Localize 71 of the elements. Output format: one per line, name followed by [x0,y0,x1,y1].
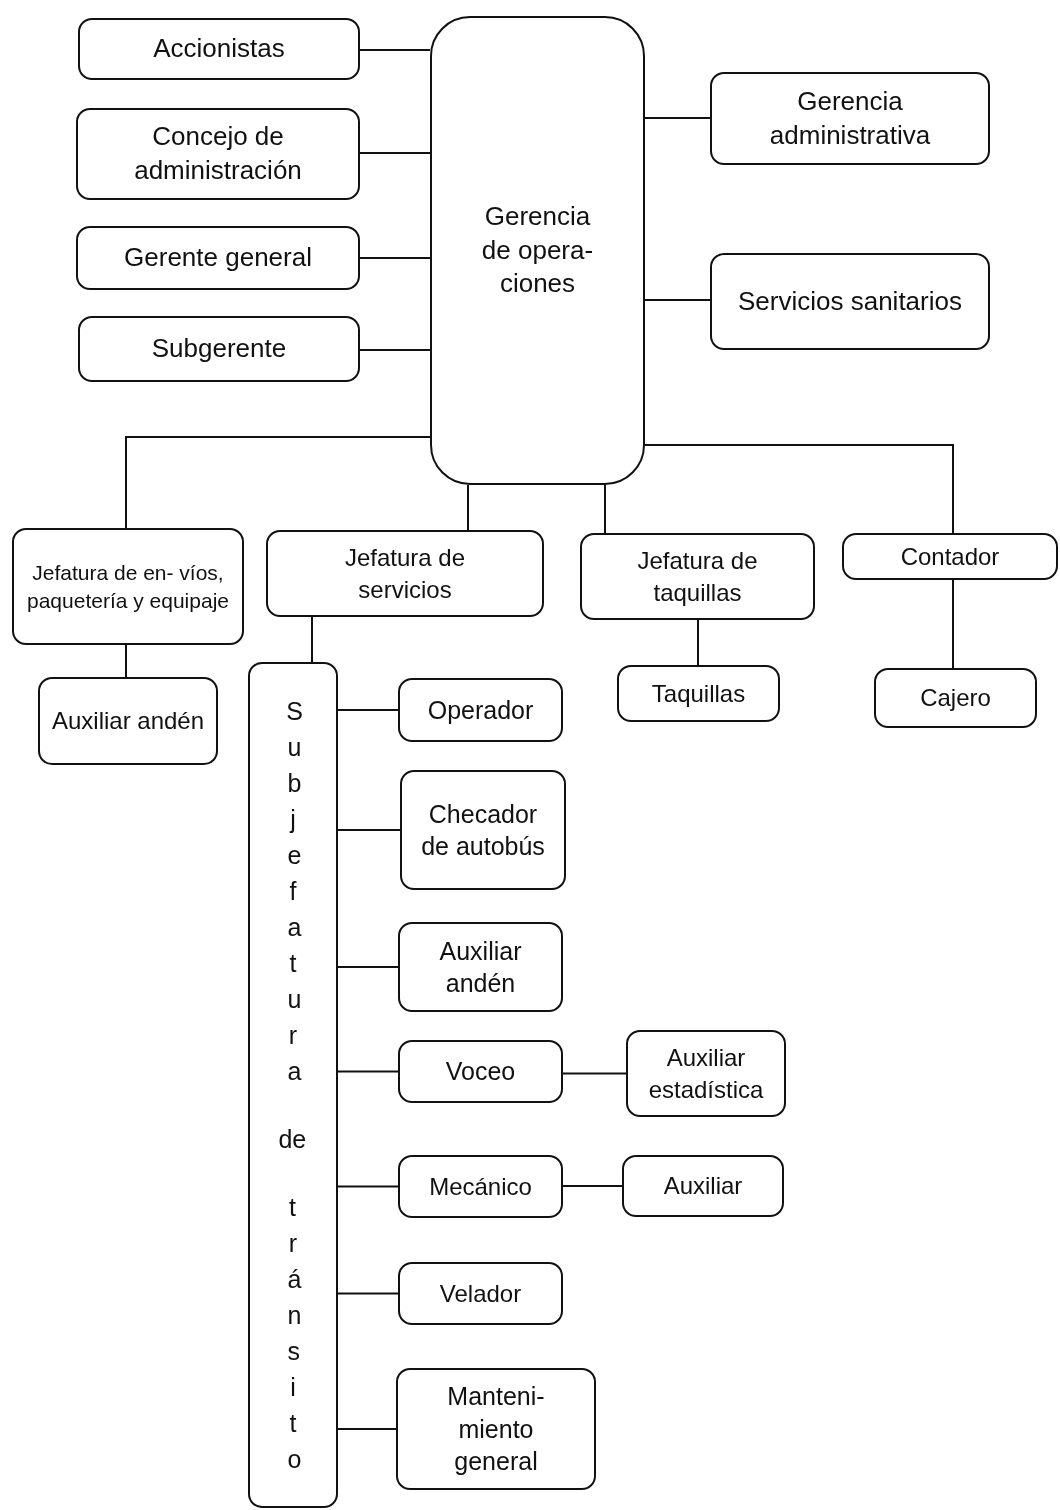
connector-line [644,299,711,301]
box-label: Jefatura de taquillas [636,546,759,608]
org-box [622,1155,784,1217]
box-label: Subgerente [151,332,287,366]
box-label: Gerente general [124,241,312,275]
org-box [12,528,244,645]
box-label: Jefatura de en- víos, paquetería y equipaje [26,560,230,614]
connector-line [467,484,469,531]
connector-line [125,436,431,529]
connector-line [359,49,431,51]
connector-line [359,152,431,154]
box-label: Auxiliar andén [438,935,523,999]
connector-line [337,1292,399,1295]
box-label: Auxiliar [663,1171,743,1202]
box-label: Gerencia administrativa [768,84,932,152]
box-label: Gerencia de opera- ciones [480,199,595,301]
org-box [710,253,990,350]
connector-line [311,616,313,663]
org-box [396,1368,596,1490]
connector-line [337,966,399,968]
connector-line [337,1185,399,1188]
box-label: Contador [900,541,1000,572]
org-box [617,665,780,722]
org-box [398,1155,563,1218]
org-box [626,1030,786,1117]
vertical-label: Subjefatura de tránsito [279,696,307,1475]
vertical-box [248,662,338,1508]
org-box [398,1040,563,1103]
box-label: Mecánico [429,1171,532,1202]
box-label: Servicios sanitarios [738,284,962,318]
org-box [78,316,360,382]
connector-line [359,257,431,259]
box-label: Velador [439,1278,522,1309]
org-box [76,226,360,290]
org-box [398,922,563,1012]
org-box [580,533,815,620]
connector-line [644,117,711,119]
org-box [78,18,360,80]
box-label: Accionistas [153,32,285,66]
connector-line [337,709,399,711]
box-label: Cajero [920,683,991,714]
org-box [398,1262,563,1325]
connector-line [337,829,401,831]
box-label: Operador [427,694,534,726]
box-label: Auxiliar estadística [647,1043,765,1105]
connector-line [562,1072,627,1075]
org-box [76,108,360,200]
connector-line [604,484,606,534]
connector-line [337,1070,399,1073]
box-label: Auxiliar andén [51,706,205,737]
org-box [266,530,544,617]
box-label: Taquillas [651,678,746,709]
org-box [398,678,563,742]
org-box [842,533,1058,580]
box-label: Voceo [445,1056,516,1088]
connector-line [697,619,699,666]
box-label: Checador de autobús [420,798,546,862]
box-label: Jefatura de servicios [343,543,467,605]
connector-line [125,644,127,678]
connector-line [644,444,954,534]
org-box [38,677,218,765]
org-box [400,770,566,890]
org-box [710,72,990,165]
rounded-box [430,16,645,485]
connector-line [337,1428,397,1430]
connector-line [952,579,954,669]
box-label: Concejo de administración [133,120,303,187]
box-label: Manteni- miento general [446,1381,546,1478]
connector-line [562,1185,623,1187]
connector-line [359,349,431,351]
org-box [874,668,1037,728]
